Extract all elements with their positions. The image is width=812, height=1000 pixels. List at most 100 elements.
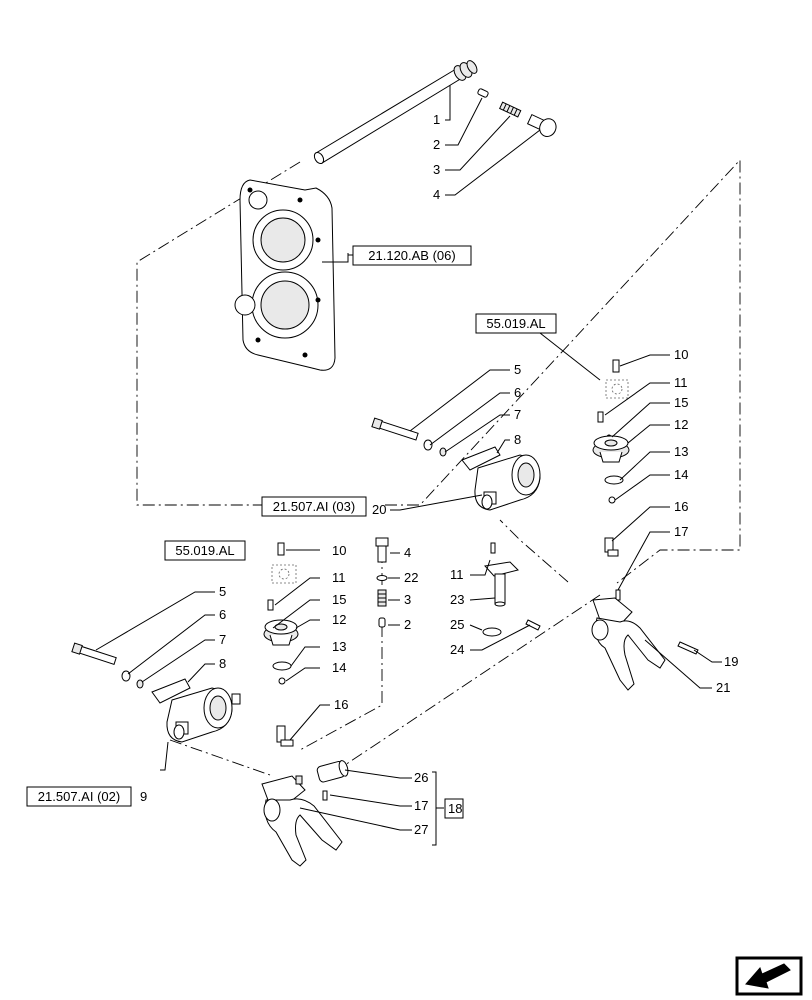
ball-14-right xyxy=(608,496,616,504)
ghost-block-right xyxy=(605,379,629,399)
selector-shaft-assembly xyxy=(313,60,557,165)
actuator-20 xyxy=(474,454,541,511)
detent-stack-center xyxy=(375,537,389,628)
ghost-block-left xyxy=(271,564,297,584)
callout-14-right: 14 xyxy=(674,467,688,482)
callout-9: 9 xyxy=(140,789,147,804)
rod-5-lower xyxy=(71,642,117,665)
callout-4: 4 xyxy=(433,187,440,202)
callout-3-center: 3 xyxy=(404,592,411,607)
callout-11-left: 11 xyxy=(332,570,346,585)
callout-20: 20 xyxy=(372,502,386,517)
callout-14-left: 14 xyxy=(332,660,346,675)
callout-6-upper: 6 xyxy=(514,385,521,400)
ball-14-left xyxy=(278,677,286,685)
screw-11-center xyxy=(490,542,496,554)
pin-24 xyxy=(525,619,541,631)
arrow-out-icon[interactable] xyxy=(735,956,803,996)
plate-8-lower xyxy=(151,678,191,704)
callout-16-left: 16 xyxy=(334,697,348,712)
oring-25 xyxy=(482,627,502,637)
callout-numbers: 1 2 3 4 10 11 15 12 13 14 16 17 5 6 7 8 … xyxy=(140,112,738,837)
callout-5-lower: 5 xyxy=(219,584,226,599)
callout-22: 22 xyxy=(404,570,418,585)
callout-8-upper: 8 xyxy=(514,432,521,447)
callout-2: 2 xyxy=(433,137,440,152)
ring-13-right xyxy=(604,475,624,485)
spring-3 xyxy=(499,101,522,118)
callout-7-lower: 7 xyxy=(219,632,226,647)
ref-21-507-03[interactable]: 21.507.AI (03) xyxy=(273,499,355,514)
lever-23 xyxy=(484,561,519,607)
washer-6-upper xyxy=(423,439,433,451)
callout-15-right: 15 xyxy=(674,395,688,410)
callout-21: 21 xyxy=(716,680,730,695)
plunger-16-left xyxy=(276,725,294,747)
reference-boxes: 21.120.AB (06) 55.019.AL 21.507.AI (03) … xyxy=(26,245,557,819)
plug-4 xyxy=(526,113,557,137)
shift-fork-21 xyxy=(591,597,699,691)
callout-12-left: 12 xyxy=(332,612,346,627)
washer-6-lower xyxy=(121,670,131,682)
housing-plate xyxy=(234,179,336,371)
callout-2-center: 2 xyxy=(404,617,411,632)
callout-11-right: 11 xyxy=(674,375,688,390)
shift-fork-kit-18 xyxy=(261,760,349,867)
callout-18: 18 xyxy=(448,801,462,816)
callout-1: 1 xyxy=(433,112,440,127)
screw-10-right xyxy=(612,359,620,373)
callout-6-lower: 6 xyxy=(219,607,226,622)
callout-10-left: 10 xyxy=(332,543,346,558)
callout-10-right: 10 xyxy=(674,347,688,362)
actuator-assembly-upper xyxy=(371,417,541,511)
valve-stack-left xyxy=(263,542,299,747)
plunger-16-right xyxy=(604,537,619,557)
ring-13-left xyxy=(272,661,292,671)
ref-55-019-right[interactable]: 55.019.AL xyxy=(486,316,545,331)
pin-17-lower xyxy=(322,790,328,801)
pin-2 xyxy=(477,88,489,98)
shift-fork-27 xyxy=(261,775,343,867)
ref-housing[interactable]: 21.120.AB (06) xyxy=(368,248,455,263)
cap-12-left xyxy=(263,619,299,646)
callout-13-right: 13 xyxy=(674,444,688,459)
shaft-1 xyxy=(313,60,478,165)
cap-12-right xyxy=(592,435,630,463)
oring-7-upper xyxy=(439,447,447,457)
callout-3: 3 xyxy=(433,162,440,177)
callout-4-center: 4 xyxy=(404,545,411,560)
actuator-assembly-lower xyxy=(71,642,241,743)
callout-11-center: 11 xyxy=(450,567,464,582)
plate-8-upper xyxy=(461,446,501,471)
callout-5-upper: 5 xyxy=(514,362,521,377)
ref-55-019-left[interactable]: 55.019.AL xyxy=(175,543,234,558)
callout-8-lower: 8 xyxy=(219,656,226,671)
callout-24: 24 xyxy=(450,642,464,657)
callout-25: 25 xyxy=(450,617,464,632)
washer-22 xyxy=(376,575,388,581)
actuator-9 xyxy=(166,687,241,743)
callout-13-left: 13 xyxy=(332,639,346,654)
valve-stack-right xyxy=(592,359,630,601)
oring-7-lower xyxy=(136,679,144,689)
callout-26: 26 xyxy=(414,770,428,785)
callout-16-right: 16 xyxy=(674,499,688,514)
callout-7-upper: 7 xyxy=(514,407,521,422)
callout-23: 23 xyxy=(450,592,464,607)
spring-3-center xyxy=(377,589,387,607)
callout-27: 27 xyxy=(414,822,428,837)
screw-10-left xyxy=(277,542,285,556)
pin-19 xyxy=(677,641,699,655)
screw-11-right xyxy=(597,411,604,423)
callout-17-right: 17 xyxy=(674,524,688,539)
ref-21-507-02[interactable]: 21.507.AI (02) xyxy=(38,789,120,804)
callout-15-left: 15 xyxy=(332,592,346,607)
screw-11-left xyxy=(267,599,274,611)
callout-12-right: 12 xyxy=(674,417,688,432)
callout-19: 19 xyxy=(724,654,738,669)
pin-17-right xyxy=(615,589,621,601)
plug-4-center xyxy=(375,537,389,563)
leader-lines xyxy=(95,85,722,846)
sleeve-26 xyxy=(316,760,349,783)
